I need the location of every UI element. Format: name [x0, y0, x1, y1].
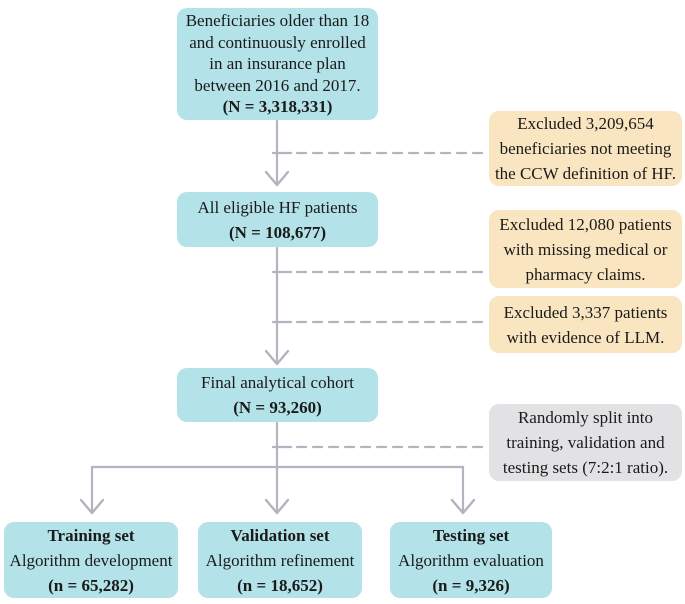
box-final-cohort: Final analytical cohort (N = 93,260)	[177, 368, 378, 422]
box-text-line: with evidence of LLM.	[506, 327, 665, 347]
box-text-line: the CCW definition of HF.	[494, 164, 677, 183]
box-validation-set: Validation set Algorithm refinement (n =…	[198, 522, 362, 598]
box-text-line: Excluded 3,337 patients	[503, 302, 668, 322]
set-subtitle: Algorithm development	[9, 550, 173, 570]
set-title: Validation set	[230, 525, 330, 545]
set-title: Training set	[47, 525, 135, 545]
sample-size-value: (N = 3,318,331)	[222, 97, 333, 117]
box-text-line: Beneficiaries older than 18	[185, 11, 370, 31]
box-text-line: Excluded 3,209,654	[517, 114, 654, 133]
sample-size-value: (n = 18,652)	[237, 575, 323, 595]
arrowhead-down-icon	[264, 349, 290, 366]
set-title: Testing set	[432, 525, 510, 545]
box-text-line: All eligible HF patients	[197, 197, 358, 217]
box-text-line: Excluded 12,080 patients	[499, 214, 672, 234]
box-exclusion-3: Excluded 3,337 patients with evidence of…	[489, 296, 682, 353]
box-eligible-patients: All eligible HF patients (N = 108,677)	[177, 192, 378, 247]
arrowhead-down-icon	[264, 498, 290, 515]
box-text-line: with missing medical or	[503, 239, 668, 259]
box-exclusion-2: Excluded 12,080 patients with missing me…	[489, 210, 682, 288]
sample-size-value: (N = 108,677)	[228, 222, 327, 242]
box-initial-cohort: Beneficiaries older than 18 and continuo…	[177, 8, 378, 120]
box-text-line: Final analytical cohort	[201, 373, 354, 392]
set-subtitle: Algorithm refinement	[205, 550, 355, 570]
sample-size-value: (n = 9,326)	[432, 575, 510, 595]
arrowhead-down-icon	[79, 498, 105, 515]
box-text-line: and continuously enrolled	[189, 32, 366, 52]
box-text-line: training, validation and	[506, 433, 665, 452]
box-text-line: Randomly split into	[517, 408, 654, 427]
set-subtitle: Algorithm evaluation	[398, 550, 544, 570]
box-text-line: beneficiaries not meeting	[499, 139, 672, 158]
sample-size-value: (N = 93,260)	[233, 398, 322, 417]
arrowhead-down-icon	[450, 498, 476, 515]
box-exclusion-1: Excluded 3,209,654 beneficiaries not mee…	[489, 111, 682, 186]
sample-size-value: (n = 65,282)	[48, 575, 134, 595]
box-text-line: pharmacy claims.	[525, 264, 646, 284]
box-split-note: Randomly split into training, validation…	[489, 404, 682, 481]
box-testing-set: Testing set Algorithm evaluation (n = 9,…	[390, 522, 552, 598]
box-text-line: between 2016 and 2017.	[194, 75, 361, 95]
arrowhead-down-icon	[264, 170, 290, 187]
box-text-line: in an insurance plan	[209, 54, 346, 74]
box-text-line: testing sets (7:2:1 ratio).	[502, 458, 669, 477]
box-training-set: Training set Algorithm development (n = …	[4, 522, 178, 598]
